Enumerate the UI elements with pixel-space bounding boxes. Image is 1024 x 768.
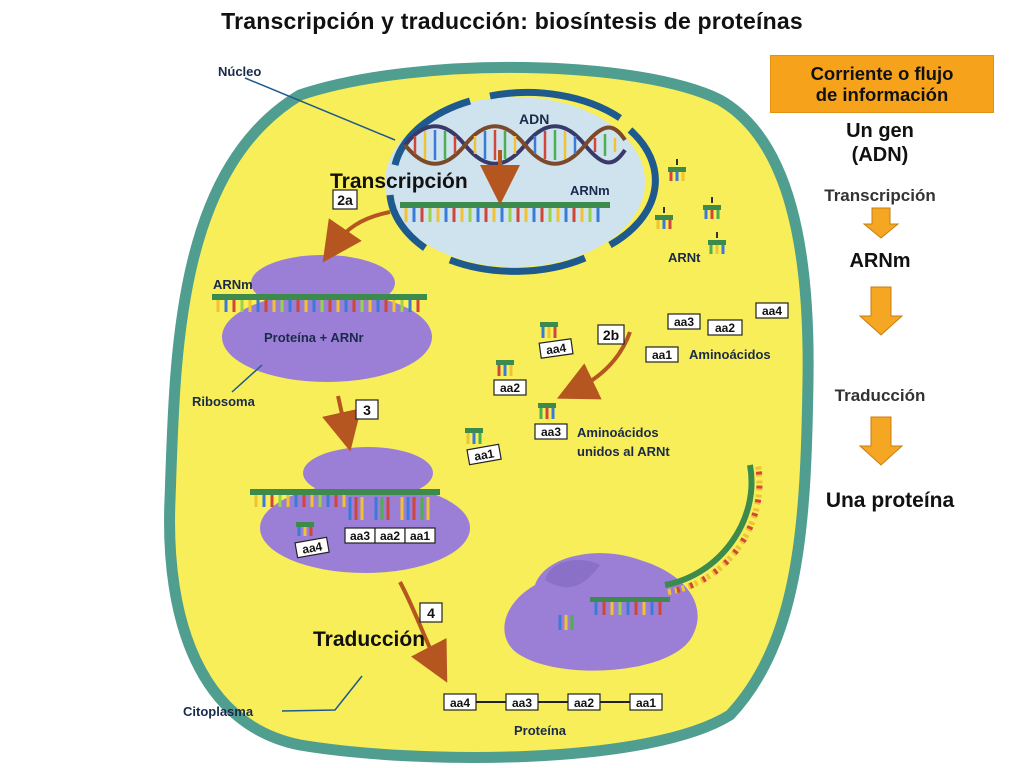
flow-gene-line2: (ADN)	[851, 144, 909, 166]
step-2b: 2b	[603, 327, 619, 343]
flow-protein: Una proteína	[825, 489, 955, 512]
aa3-protein: aa3	[512, 696, 532, 710]
aa1-free: aa1	[652, 348, 672, 362]
aa4-trna: aa4	[545, 341, 567, 358]
aa1-protein: aa1	[636, 696, 656, 710]
aa4-protein: aa4	[450, 696, 470, 710]
aa2-free: aa2	[715, 321, 735, 335]
aa4-free: aa4	[762, 304, 782, 318]
label-citoplasma: Citoplasma	[183, 704, 254, 719]
page-title: Transcripción y traducción: biosíntesis …	[221, 8, 803, 34]
flow-arrow-2	[858, 286, 904, 336]
dna-helix	[403, 124, 627, 166]
trna-1	[668, 159, 686, 181]
arrow-4	[398, 581, 448, 683]
label-proteina: Proteína	[514, 723, 567, 738]
label-adn: ADN	[519, 111, 549, 127]
arrow-2b	[556, 331, 632, 400]
flow-gene-line1: Un gen	[846, 120, 914, 142]
ribosome-3	[504, 464, 763, 671]
label-aminoacidos-unidos-1: Aminoácidos	[577, 425, 659, 440]
aa3-free: aa3	[674, 315, 694, 329]
label-arnm-ribosome: ARNm	[213, 277, 253, 292]
trna-4	[708, 232, 726, 254]
aa2-trna: aa2	[500, 381, 520, 395]
step-3: 3	[363, 402, 371, 418]
flow-title-line1: Corriente o flujo	[810, 63, 954, 84]
flow-traduccion: Traducción	[834, 386, 926, 405]
label-proteina-arnr: Proteína + ARNr	[264, 330, 364, 345]
label-aminoacidos: Aminoácidos	[689, 347, 771, 362]
step-boxes: 2a 2b 3 4	[332, 189, 625, 623]
process-arrows	[322, 150, 632, 683]
trna-aa1	[465, 428, 483, 444]
flow-arrow-3	[858, 416, 904, 466]
trna-2	[703, 197, 721, 219]
flow-title-box: Corriente o flujo de información	[770, 55, 994, 113]
aa1-trna: aa1	[473, 446, 495, 463]
arrow-2a	[322, 210, 391, 263]
trna-aa4	[540, 322, 558, 338]
diagram-labels: Núcleo ADN Transcripción ARNm ARNt ARNm …	[183, 64, 771, 738]
aa3-ribosome: aa3	[350, 529, 370, 543]
label-transcripcion: Transcripción	[330, 170, 468, 193]
label-ribosoma: Ribosoma	[192, 394, 256, 409]
mrna-strand-nucleus	[400, 202, 610, 222]
label-traduccion: Traducción	[313, 628, 425, 651]
trna-group	[296, 159, 726, 536]
arrow-3	[322, 395, 362, 452]
flow-title-line2: de información	[815, 84, 949, 105]
step-2a: 2a	[337, 192, 353, 208]
aa2-protein: aa2	[574, 696, 594, 710]
flow-arrow-1	[862, 207, 900, 239]
trna-3	[655, 207, 673, 229]
flow-transcripcion: Transcripción	[824, 186, 936, 205]
flow-arrows	[858, 207, 904, 466]
label-nucleo: Núcleo	[218, 64, 261, 79]
aa2-ribosome: aa2	[380, 529, 400, 543]
mrna-strand-ribosome	[212, 294, 427, 312]
trna-aa3	[538, 403, 556, 419]
aa4-ribosome: aa4	[301, 539, 323, 556]
trna-aa4-ribosome	[296, 522, 314, 536]
flow-arnm: ARNm	[849, 250, 911, 272]
label-aminoacidos-unidos-2: unidos al ARNt	[577, 444, 670, 459]
mrna-strand-translation	[250, 489, 440, 520]
pointer-lines	[231, 77, 396, 712]
step-4: 4	[427, 605, 435, 621]
label-arnt: ARNt	[668, 250, 701, 265]
trna-aa2	[496, 360, 514, 376]
amino-acid-boxes: aa3 aa2 aa4 aa1 aa4 aa2 aa3 aa1 aa4 aa3 …	[294, 302, 789, 711]
label-arnm-nucleus: ARNm	[570, 183, 610, 198]
aa1-ribosome: aa1	[410, 529, 430, 543]
aa3-trna: aa3	[541, 425, 561, 439]
